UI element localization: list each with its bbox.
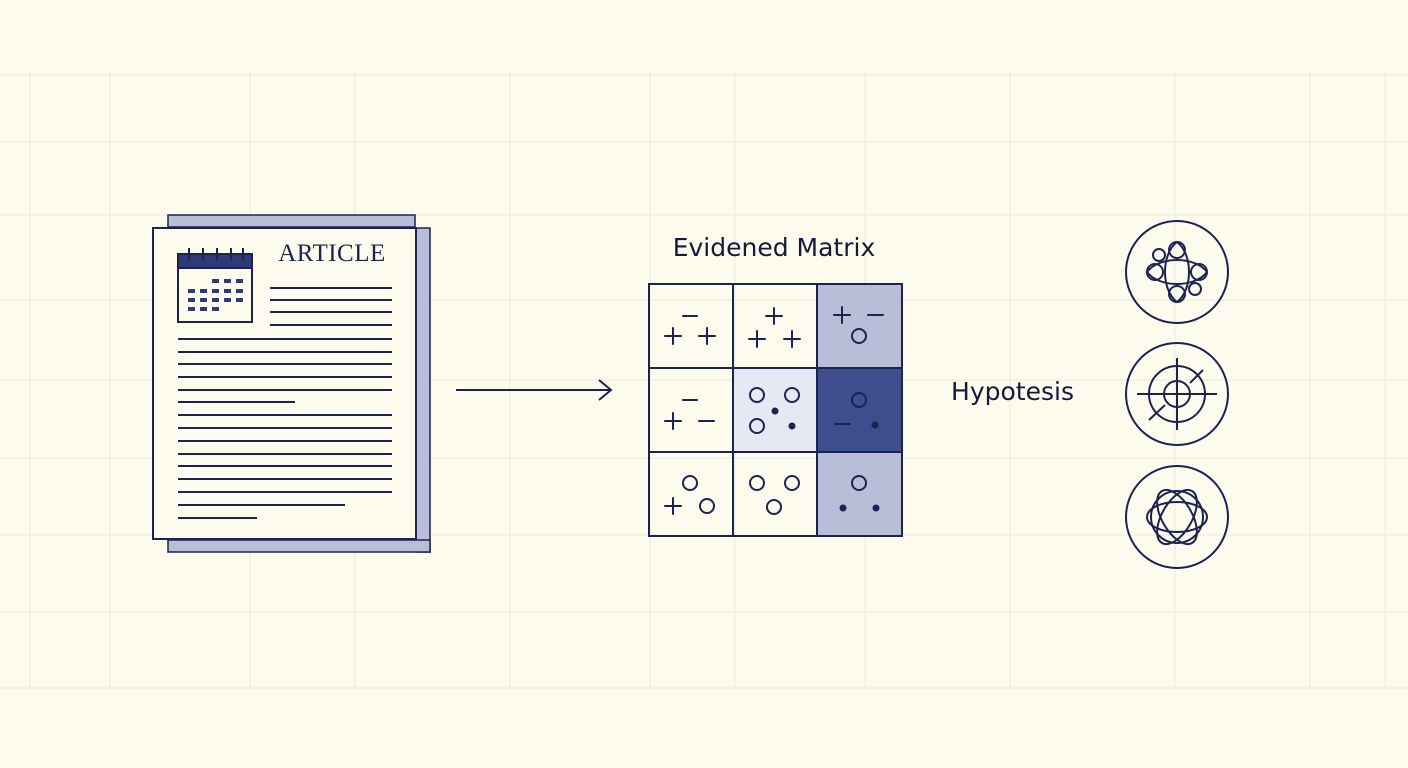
hypothesis-label: Hypotesis	[951, 377, 1074, 406]
matrix-cell-shade	[817, 284, 902, 368]
matrix-title: Evidened Matrix	[672, 233, 876, 262]
matrix-cell-shade	[817, 368, 902, 452]
matrix-cell-shade	[817, 452, 902, 536]
article-title: ARTICLE	[278, 240, 386, 267]
